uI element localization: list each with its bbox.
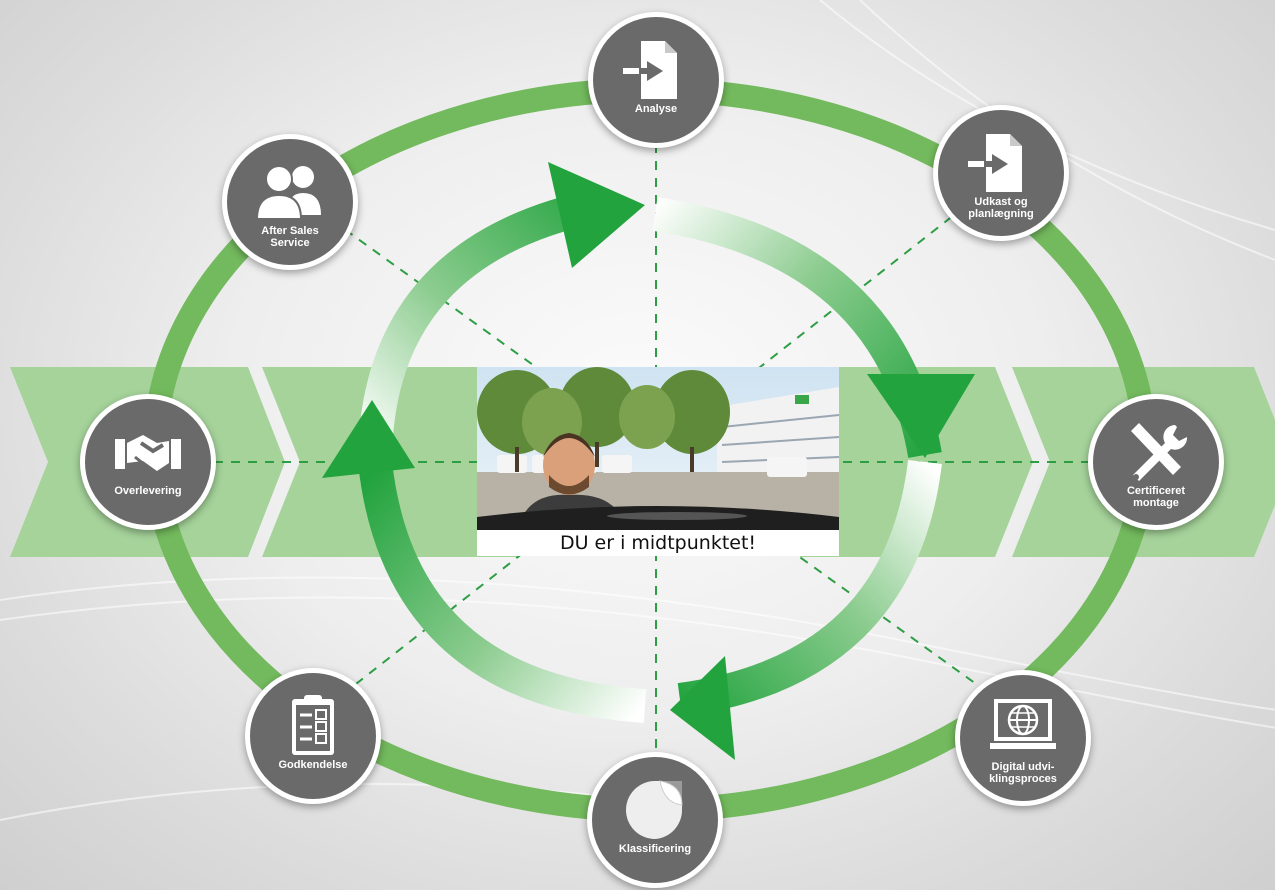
node-klassificering[interactable]: Klassificering — [587, 752, 723, 888]
center-photo-card: DU er i midtpunktet! — [477, 367, 839, 556]
cycle-arrows — [358, 188, 942, 723]
handshake-icon — [115, 434, 181, 471]
node-label: Godkendelse — [278, 759, 348, 771]
node-label: Analyse — [634, 103, 678, 115]
node-label: Udkast og planlægning — [968, 196, 1034, 220]
node-label: Klassificering — [618, 843, 692, 855]
document-import-icon — [623, 40, 677, 99]
center-caption: DU er i midtpunktet! — [559, 532, 757, 554]
center-photo — [477, 367, 839, 530]
tools-icon — [1131, 422, 1188, 481]
users-icon — [255, 164, 321, 220]
document-import-icon — [968, 133, 1022, 192]
node-aftersales[interactable]: After Sales Service — [222, 134, 358, 270]
node-udkast[interactable]: Udkast og planlægning — [933, 105, 1069, 241]
node-label: Digital udvi- klingsproces — [989, 761, 1057, 785]
node-label: After Sales Service — [261, 225, 319, 249]
node-godkendelse[interactable]: Godkendelse — [245, 668, 381, 804]
node-label: Overlevering — [114, 485, 182, 497]
node-digital[interactable]: Digital udvi- klingsproces — [955, 670, 1091, 806]
sticker-icon — [626, 780, 683, 839]
node-analyse[interactable]: Analyse — [588, 12, 724, 148]
node-label: Certificeret montage — [1126, 485, 1186, 509]
clipboard-icon — [292, 694, 334, 755]
node-certificeret[interactable]: Certificeret montage — [1088, 394, 1224, 530]
arrow-heads — [322, 162, 975, 760]
node-overlevering[interactable]: Overlevering — [80, 394, 216, 530]
laptop-globe-icon — [990, 698, 1056, 749]
